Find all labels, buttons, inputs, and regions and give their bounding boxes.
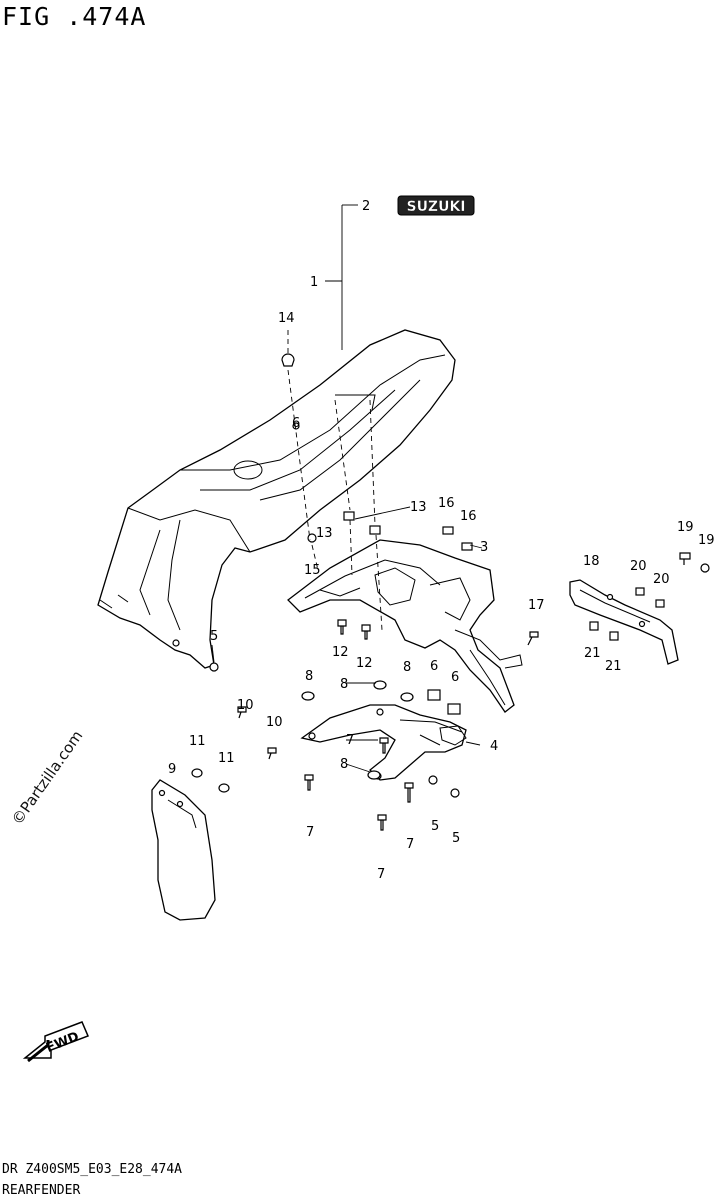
callout-7b: 7 <box>306 825 314 840</box>
callout-10b: 10 <box>266 715 283 730</box>
callout-12a: 12 <box>332 645 349 660</box>
callout-21b: 21 <box>605 659 622 674</box>
callout-5a: 5 <box>210 629 218 644</box>
callout-8a: 8 <box>305 669 313 684</box>
callout-2: 2 <box>362 199 370 214</box>
callout-labels: 1 2 3 4 5 5 5 6 6 6 7 7 7 7 8 8 8 8 9 10… <box>168 199 715 882</box>
callout-7a: 7 <box>346 733 354 748</box>
callout-4: 4 <box>490 739 498 754</box>
callout-19a: 19 <box>677 520 694 535</box>
callout-17: 17 <box>528 598 545 613</box>
fwd-arrow: FWD <box>22 1021 89 1063</box>
callout-9: 9 <box>168 762 176 777</box>
footer-name: REARFENDER <box>2 1183 81 1198</box>
callout-13b: 13 <box>410 500 427 515</box>
callout-21a: 21 <box>584 646 601 661</box>
callout-6c: 6 <box>451 670 459 685</box>
side-bracket[interactable] <box>569 579 679 665</box>
callout-20b: 20 <box>653 572 670 587</box>
callout-5c: 5 <box>452 831 460 846</box>
emblem-text: SUZUKI <box>406 199 465 215</box>
callout-10a: 10 <box>237 698 254 713</box>
callout-7c: 7 <box>406 837 414 852</box>
callout-8c: 8 <box>403 660 411 675</box>
callout-11b: 11 <box>218 751 235 766</box>
leader-lines <box>211 204 483 773</box>
callout-18: 18 <box>583 554 600 569</box>
callout-20a: 20 <box>630 559 647 574</box>
callout-15: 15 <box>304 563 321 578</box>
suzuki-emblem[interactable]: SUZUKI <box>397 195 475 216</box>
callout-16b: 16 <box>460 509 477 524</box>
fender-bracket[interactable] <box>287 539 523 713</box>
callout-8b: 8 <box>340 677 348 692</box>
callout-6a: 6 <box>292 416 300 431</box>
callout-11a: 11 <box>189 734 206 749</box>
callout-19b: 19 <box>698 533 715 548</box>
figure-title: FIG .474A <box>2 2 147 31</box>
callout-13a: 13 <box>316 526 333 541</box>
callout-8d: 8 <box>340 757 348 772</box>
callout-14: 14 <box>278 311 295 326</box>
rear-fender-body[interactable] <box>97 329 456 669</box>
callout-1: 1 <box>310 275 318 290</box>
footer-code: DR Z400SM5_E03_E28_474A <box>2 1162 183 1177</box>
callout-5b: 5 <box>431 819 439 834</box>
callout-6b: 6 <box>430 659 438 674</box>
callout-7d: 7 <box>377 867 385 882</box>
callout-3: 3 <box>480 540 488 555</box>
hardware-items <box>191 353 710 831</box>
callout-16a: 16 <box>438 496 455 511</box>
callout-12b: 12 <box>356 656 373 671</box>
mud-flap[interactable] <box>151 779 216 921</box>
